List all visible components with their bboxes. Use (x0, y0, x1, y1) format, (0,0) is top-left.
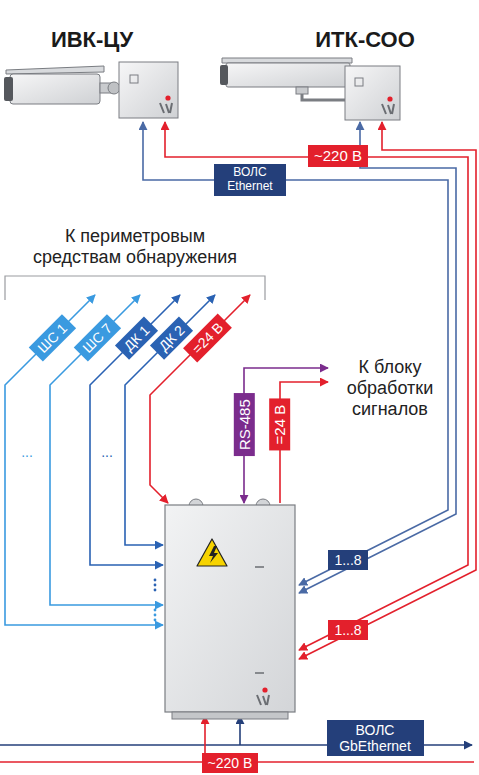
bullet-camera (108, 82, 120, 94)
box-camera (355, 78, 363, 86)
tag-text: 1...8 (334, 552, 361, 568)
camera-wire (299, 122, 456, 593)
box-camera (222, 58, 352, 63)
tag-text: ШС 1 (34, 320, 70, 356)
note-label: К блоку обработки сигналов (335, 357, 445, 420)
box-camera (345, 66, 400, 120)
continuation-dots (154, 579, 157, 582)
tag-text: RS-485 (235, 400, 252, 451)
processing-wire (244, 368, 328, 503)
signal-tag: =24 В (269, 399, 290, 451)
box-camera (220, 65, 228, 85)
bullet-camera (4, 77, 13, 101)
bullet-camera (165, 95, 170, 100)
tag-text: ~220 В (208, 755, 253, 771)
box-camera (387, 96, 392, 101)
signal-tag: =24 В (183, 314, 232, 363)
signal-tag: ВОЛС GbEthernet (327, 720, 424, 756)
tag-text: ДК 1 (121, 322, 153, 354)
box-camera (220, 58, 400, 120)
camera-wire (299, 122, 476, 659)
bullet-camera (10, 74, 100, 104)
tag-text: 1...8 (334, 622, 361, 638)
continuation-dots (154, 584, 157, 587)
group-bracket (5, 276, 265, 300)
note-label: К периметровым средствам обнаружения (28, 226, 243, 268)
signal-tag: ШС 1 (28, 314, 75, 361)
box-camera (296, 87, 308, 94)
tag-text: ~220 В (314, 147, 362, 164)
cabinet (197, 539, 227, 566)
box-camera (302, 94, 345, 100)
box-camera (226, 63, 350, 87)
bullet-camera (4, 62, 178, 118)
cabinet (209, 546, 218, 563)
signal-tag: 1...8 (328, 550, 367, 570)
heading-text: ИВК-ЦУ (51, 27, 133, 53)
continuation-dots (154, 579, 157, 622)
continuation-dots (154, 619, 157, 622)
signal-tag: ДК 1 (115, 316, 158, 359)
bullet-camera (130, 75, 138, 83)
cabinet (165, 499, 295, 719)
heading-text: ИТК-СОО (315, 27, 415, 53)
continuation-dots (154, 614, 157, 617)
perimeter-wire (5, 295, 163, 625)
cabinet (165, 505, 295, 712)
trunk-line (239, 716, 241, 745)
device-heading: ИТК-СОО (311, 25, 419, 55)
signal-tag: ШС 7 (73, 314, 120, 361)
continuation-dots (154, 589, 157, 592)
signal-tag: ~220 В (308, 145, 368, 166)
continuation-dots (154, 609, 157, 612)
processing-wire (244, 368, 328, 503)
ellipsis-mark: ... (92, 442, 122, 463)
signal-tag: RS-485 (233, 394, 254, 457)
cabinet (257, 695, 269, 705)
tag-text: =24 В (271, 405, 288, 445)
bullet-camera (6, 66, 104, 74)
bullet-camera (160, 103, 172, 113)
tag-text: ВОЛС Ethernet (220, 166, 280, 194)
tag-text: ШС 7 (79, 320, 115, 356)
tag-text: ВОЛС GbEthernet (333, 722, 418, 754)
device-heading: ИВК-ЦУ (47, 25, 137, 55)
bullet-camera (119, 62, 178, 118)
cabinet (255, 567, 264, 673)
box-camera (382, 104, 394, 114)
signal-tag: ~220 В (202, 753, 259, 773)
ellipsis-mark: ... (12, 442, 42, 463)
tag-text: =24 В (188, 319, 226, 357)
signal-tag: 1...8 (328, 620, 367, 640)
perimeter-wire (50, 295, 163, 605)
cabinet (262, 687, 267, 692)
cabinet (172, 712, 288, 719)
signal-tag: ВОЛС Ethernet (214, 164, 286, 196)
